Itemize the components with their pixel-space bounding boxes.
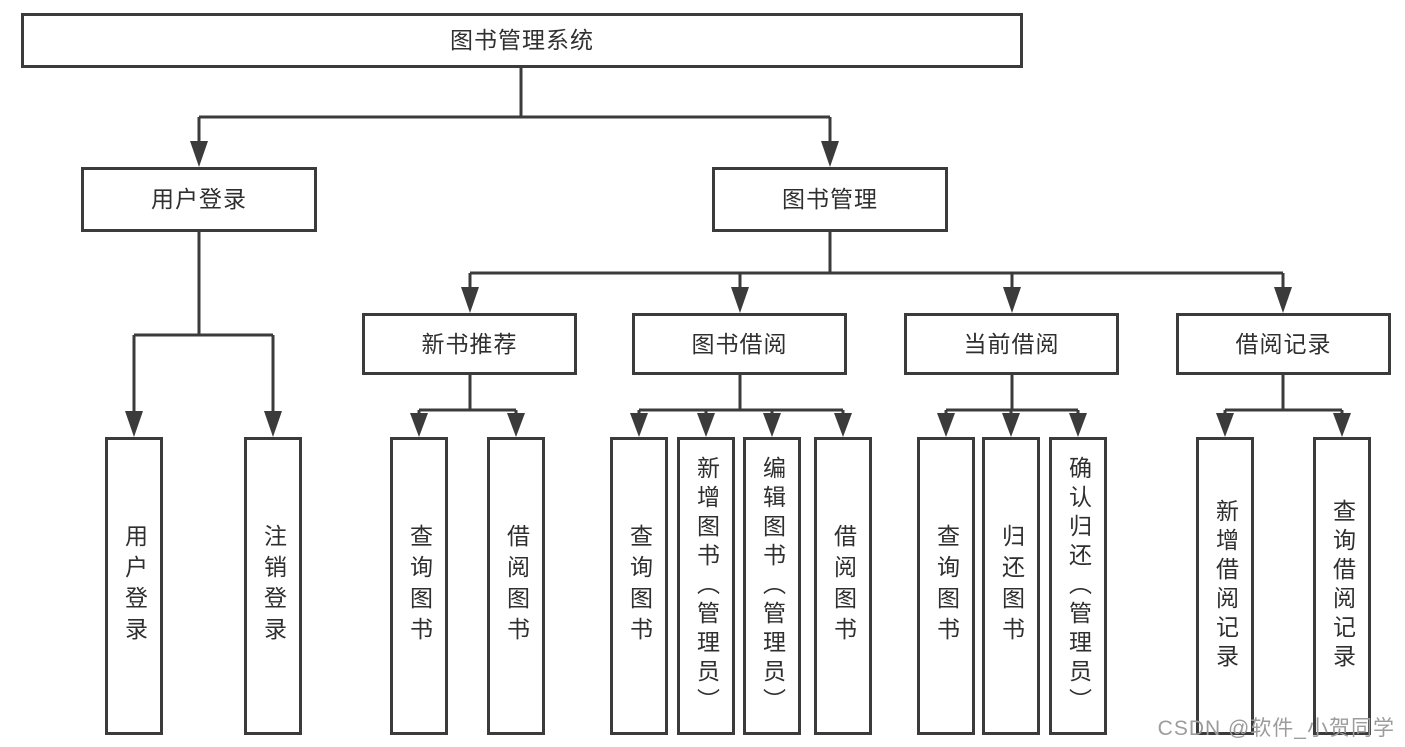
leaf-query-books-current: 查询图书 [917,437,975,735]
leaf-user-login: 用户登录 [105,437,163,735]
node-label: 当前借阅 [963,330,1060,357]
node-label: 借阅图书 [503,524,530,648]
node-label: 新增借阅记录 [1212,499,1239,673]
node-borrowing-records: 借阅记录 [1176,313,1391,375]
leaf-edit-book-admin: 编辑图书（管理员） [743,437,801,735]
node-current-borrowing: 当前借阅 [904,313,1119,375]
node-label: 查询图书 [626,524,653,648]
leaf-add-borrow-record: 新增借阅记录 [1196,437,1254,735]
leaf-borrow-books-recommend: 借阅图书 [487,437,545,735]
leaf-query-borrow-record: 查询借阅记录 [1313,437,1371,735]
node-label: 查询图书 [406,524,433,648]
node-library-management-system: 图书管理系统 [21,13,1023,68]
node-label: 图书管理系统 [450,27,594,53]
leaf-return-book: 归还图书 [982,437,1040,735]
node-label: 图书管理 [782,186,878,212]
node-label: 新增图书（管理员） [693,455,720,717]
node-book-borrowing: 图书借阅 [632,313,847,375]
node-label: 借阅记录 [1235,330,1332,357]
leaf-add-book-admin: 新增图书（管理员） [677,437,735,735]
leaf-confirm-return-admin: 确认归还（管理员） [1049,437,1107,735]
node-label: 用户登录 [151,186,247,212]
node-new-book-recommendation: 新书推荐 [362,313,577,375]
leaf-query-books-recommend: 查询图书 [390,437,448,735]
node-label: 注销登录 [260,524,287,648]
node-label: 确认归还（管理员） [1065,455,1092,717]
node-book-management: 图书管理 [712,167,948,232]
node-label: 查询图书 [933,524,960,648]
node-label: 用户登录 [121,524,148,648]
node-label: 图书借阅 [691,330,788,357]
node-user-login: 用户登录 [81,167,317,232]
node-label: 编辑图书（管理员） [759,455,786,717]
node-label: 归还图书 [998,524,1025,648]
leaf-logout: 注销登录 [244,437,302,735]
leaf-query-books-borrowing: 查询图书 [610,437,668,735]
csdn-watermark: CSDN @软件_小贺同学 [1157,717,1395,740]
node-label: 借阅图书 [830,524,857,648]
leaf-borrow-books-borrowing: 借阅图书 [814,437,872,735]
node-label: 新书推荐 [421,330,518,357]
node-label: 查询借阅记录 [1329,499,1356,673]
